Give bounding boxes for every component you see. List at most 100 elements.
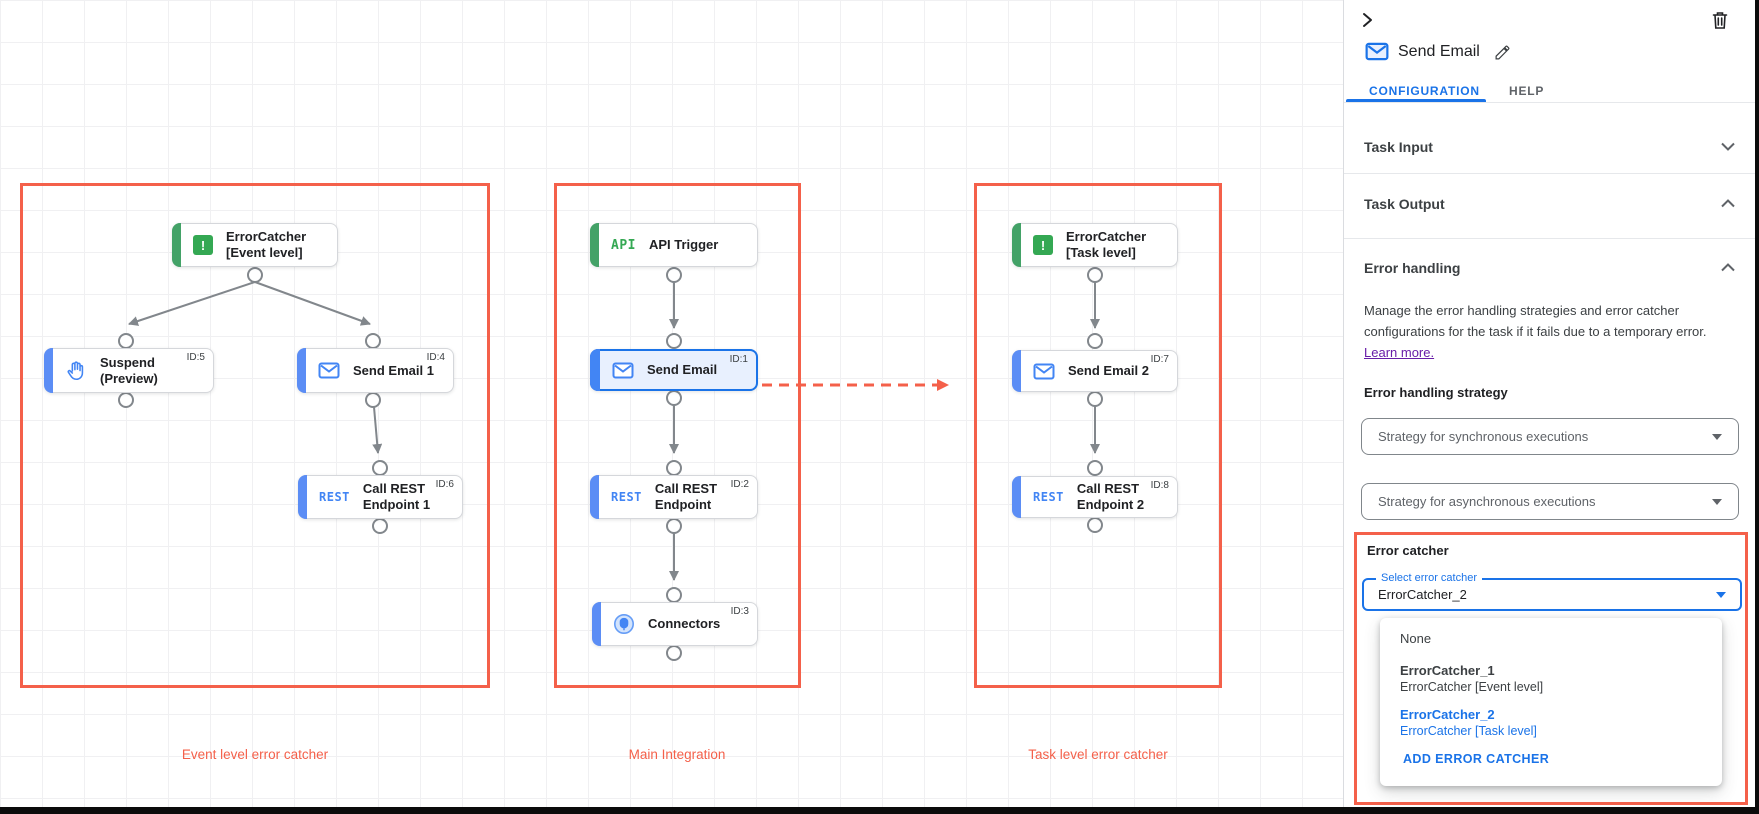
learn-more-link[interactable]: Learn more. bbox=[1364, 345, 1435, 361]
menu-item-errorcatcher-2[interactable]: ErrorCatcher_2 ErrorCatcher [Task level] bbox=[1400, 707, 1722, 738]
mail-icon bbox=[612, 362, 634, 378]
task-level-group-box bbox=[974, 183, 1222, 688]
menu-item-title: ErrorCatcher_2 bbox=[1400, 707, 1495, 722]
divider bbox=[1344, 238, 1755, 239]
node-label: ErrorCatcher [Event level] bbox=[226, 229, 307, 260]
node-label: Suspend (Preview) bbox=[100, 354, 158, 386]
rest-icon: REST bbox=[611, 490, 642, 504]
section-task-input[interactable]: Task Input bbox=[1364, 139, 1433, 155]
node-send-email-2[interactable]: Send Email 2 ID:7 bbox=[1012, 350, 1178, 392]
node-errorcatcher-task-level[interactable]: ! ErrorCatcher [Task level] bbox=[1012, 223, 1178, 267]
add-error-catcher-button[interactable]: ADD ERROR CATCHER bbox=[1403, 752, 1550, 766]
node-accent-bar bbox=[590, 349, 600, 391]
node-call-rest-endpoint[interactable]: REST Call REST Endpoint ID:2 bbox=[590, 475, 758, 519]
node-send-email-selected[interactable]: Send Email ID:1 bbox=[590, 349, 758, 391]
node-label: Send Email bbox=[647, 362, 718, 378]
node-accent-bar bbox=[172, 223, 181, 267]
error-catcher-highlight-box: Error catcher Select error catcher Error… bbox=[1354, 532, 1748, 805]
panel-title: Send Email bbox=[1398, 43, 1480, 60]
sync-strategy-dropdown[interactable]: Strategy for synchronous executions bbox=[1361, 418, 1739, 455]
section-task-output[interactable]: Task Output bbox=[1364, 196, 1445, 212]
chevron-down-icon[interactable] bbox=[1721, 142, 1735, 151]
node-accent-bar bbox=[1012, 476, 1021, 518]
edit-title-button[interactable] bbox=[1494, 44, 1511, 64]
active-tab-underline bbox=[1346, 99, 1486, 102]
window-right-edge bbox=[1755, 0, 1759, 814]
node-api-trigger[interactable]: API API Trigger bbox=[590, 223, 758, 267]
connector-icon bbox=[614, 614, 634, 634]
node-accent-bar bbox=[592, 602, 601, 646]
select-error-catcher[interactable]: Select error catcher ErrorCatcher_2 bbox=[1362, 572, 1742, 611]
collapse-panel-button[interactable] bbox=[1358, 11, 1376, 32]
node-label: Connectors bbox=[648, 616, 721, 632]
node-id: ID:2 bbox=[730, 479, 749, 490]
dropdown-caret-icon bbox=[1712, 433, 1722, 440]
node-id: ID:5 bbox=[186, 352, 205, 363]
node-label: API Trigger bbox=[648, 237, 719, 253]
node-id: ID:6 bbox=[435, 479, 454, 490]
node-label: Send Email 1 bbox=[353, 362, 434, 378]
menu-item-title: None bbox=[1400, 631, 1432, 646]
node-id: ID:4 bbox=[426, 352, 445, 363]
menu-item-subtitle: ErrorCatcher [Event level] bbox=[1400, 680, 1544, 694]
mail-icon bbox=[1365, 42, 1389, 61]
node-label: Send Email 2 bbox=[1068, 363, 1149, 379]
node-label: Call REST Endpoint 2 bbox=[1076, 481, 1145, 512]
mail-icon bbox=[318, 362, 340, 379]
flow-canvas[interactable]: Event level error catcher Main Integrati… bbox=[0, 0, 1343, 807]
menu-item-none[interactable]: None bbox=[1400, 631, 1722, 646]
caption-task-level: Task level error catcher bbox=[1028, 747, 1168, 762]
chevron-up-icon[interactable] bbox=[1721, 199, 1735, 208]
node-label: ErrorCatcher [Task level] bbox=[1066, 229, 1147, 260]
node-id: ID:7 bbox=[1150, 354, 1169, 365]
sync-strategy-value: Strategy for synchronous executions bbox=[1378, 429, 1589, 444]
async-strategy-value: Strategy for asynchronous executions bbox=[1378, 494, 1596, 509]
tab-help[interactable]: HELP bbox=[1509, 84, 1545, 98]
event-level-group-box bbox=[20, 183, 490, 688]
trash-icon bbox=[1712, 12, 1728, 29]
node-accent-bar bbox=[297, 348, 306, 393]
dropdown-caret-icon bbox=[1716, 591, 1726, 598]
chevron-up-icon[interactable] bbox=[1721, 263, 1735, 272]
node-id: ID:1 bbox=[729, 354, 748, 365]
caption-event-level: Event level error catcher bbox=[181, 747, 329, 762]
error-catcher-icon: ! bbox=[193, 235, 213, 255]
node-connectors[interactable]: Connectors ID:3 bbox=[592, 602, 758, 646]
node-id: ID:8 bbox=[1150, 480, 1169, 491]
rest-icon: REST bbox=[319, 490, 350, 504]
error-catcher-icon: ! bbox=[1033, 235, 1053, 255]
menu-item-errorcatcher-1[interactable]: ErrorCatcher_1 ErrorCatcher [Event level… bbox=[1400, 663, 1722, 694]
divider bbox=[1344, 173, 1755, 174]
strategy-label: Error handling strategy bbox=[1364, 385, 1508, 400]
section-error-handling[interactable]: Error handling bbox=[1364, 260, 1461, 276]
main-integration-group-box bbox=[554, 183, 801, 688]
node-suspend[interactable]: Suspend (Preview) ID:5 bbox=[44, 348, 214, 393]
rest-icon: REST bbox=[1033, 490, 1064, 504]
chevron-right-icon bbox=[1363, 13, 1372, 27]
error-catcher-label: Error catcher bbox=[1367, 543, 1449, 558]
delete-task-button[interactable] bbox=[1711, 10, 1729, 33]
dropdown-caret-icon bbox=[1712, 498, 1722, 505]
tab-configuration[interactable]: CONFIGURATION bbox=[1369, 84, 1480, 98]
hand-icon bbox=[67, 360, 84, 380]
task-config-panel: Send Email CONFIGURATION HELP Task Input… bbox=[1343, 0, 1755, 807]
node-call-rest-endpoint-2[interactable]: REST Call REST Endpoint 2 ID:8 bbox=[1012, 476, 1178, 518]
node-send-email-1[interactable]: Send Email 1 ID:4 bbox=[297, 348, 454, 393]
mail-icon bbox=[1033, 363, 1055, 379]
error-handling-description: Manage the error handling strategies and… bbox=[1364, 300, 1742, 363]
node-accent-bar bbox=[44, 348, 53, 393]
window-bottom-edge bbox=[0, 807, 1759, 814]
node-accent-bar bbox=[1012, 350, 1021, 392]
node-id: ID:3 bbox=[730, 606, 749, 617]
caption-main-integration: Main Integration bbox=[628, 747, 726, 762]
node-accent-bar bbox=[590, 223, 599, 267]
description-text: Manage the error handling strategies and… bbox=[1364, 303, 1707, 340]
node-call-rest-endpoint-1[interactable]: REST Call REST Endpoint 1 ID:6 bbox=[298, 475, 463, 519]
node-label: Call REST Endpoint bbox=[654, 481, 718, 512]
select-error-catcher-value: ErrorCatcher_2 bbox=[1378, 587, 1467, 602]
async-strategy-dropdown[interactable]: Strategy for asynchronous executions bbox=[1361, 483, 1739, 520]
pencil-icon bbox=[1495, 45, 1510, 60]
menu-item-subtitle: ErrorCatcher [Task level] bbox=[1400, 724, 1537, 738]
node-errorcatcher-event-level[interactable]: ! ErrorCatcher [Event level] bbox=[172, 223, 338, 267]
node-accent-bar bbox=[298, 475, 307, 519]
